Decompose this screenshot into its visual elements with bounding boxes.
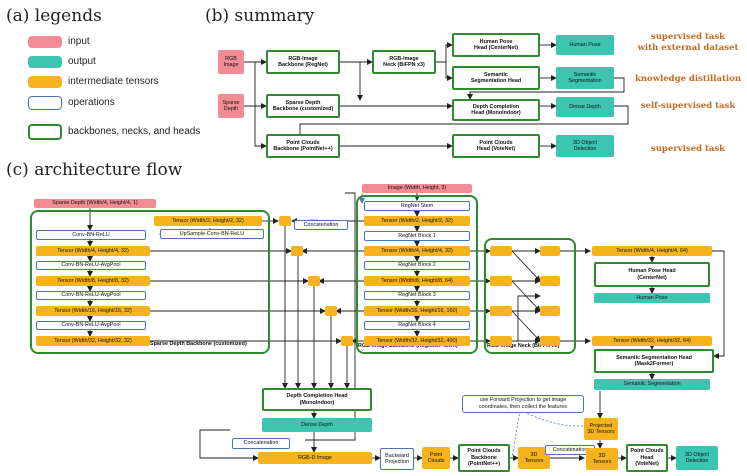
regnet-block-3: RegNet Block 3 xyxy=(364,291,470,300)
task-label-human-pose: supervised task with external dataset xyxy=(637,32,739,53)
neck-node-1a xyxy=(490,246,512,256)
sparse-conv-1: Conv-BN-ReLU xyxy=(36,230,146,240)
neck-node-2b xyxy=(540,276,560,286)
forward-projection-note: use Forward Projection to get image coor… xyxy=(462,395,584,413)
sparse-tensor-16: Tensor (Width/16, Height/16, 32) xyxy=(36,306,150,316)
architecture-title: (c) architecture flow xyxy=(6,160,183,180)
task-label-semantic: knowledge distillation xyxy=(634,74,742,84)
neck-output-4: Tensor (Width/4, Height/4, 64) xyxy=(592,246,712,256)
regnet-block-2: RegNet Block 2 xyxy=(364,261,470,270)
neck-node-4a xyxy=(490,336,512,346)
neck-node-4b xyxy=(540,336,560,346)
regnet-block-4: RegNet Block 4 xyxy=(364,321,470,330)
regnet-tensor-16: Tensor (Width/16, Height/16, 160) xyxy=(364,306,470,316)
legend-label-tensors: intermediate tensors xyxy=(68,76,159,87)
neck-label: RGB-Image Neck (BiFPN x3) xyxy=(487,343,560,349)
regnet-stem: RegNet Stem xyxy=(364,201,470,211)
neck-group xyxy=(484,238,576,354)
regnet-tensor-4: Tensor (Width/4, Height/4, 32) xyxy=(364,246,470,256)
dense-depth-output: Dense Depth xyxy=(262,418,372,432)
sparse-conv-3: Conv-BN-ReLU-AvgPool xyxy=(36,291,146,300)
merge-square-5 xyxy=(341,336,353,346)
backward-projection-op: Backward Projection xyxy=(380,448,414,470)
task-label-depth: self-supervised task xyxy=(640,101,736,111)
neck-node-2a xyxy=(490,276,512,286)
tensors-3d: 3D Tensors xyxy=(518,447,550,469)
merge-square-4 xyxy=(325,306,337,316)
summary-sparse-depth: Sparse Depth xyxy=(218,94,244,118)
summary-semantic-head: Semantic Segmentation Head xyxy=(452,66,540,90)
summary-pc-head: Point Clouds Head (VoteNet) xyxy=(452,134,540,158)
sparse-depth-input: Sparse Depth (Width/4, Height/4, 1) xyxy=(34,199,156,208)
neck-node-3a xyxy=(490,306,512,316)
pc-backbone: Point Clouds Backbone (PointNet++) xyxy=(458,444,510,472)
pc-head: Point Clouds Head (VoteNet) xyxy=(626,444,668,472)
summary-depth-head: Depth Completion Head (MonoIndoor) xyxy=(452,99,540,121)
neck-node-1b xyxy=(540,246,560,256)
rgbd-image: RGB-D Image xyxy=(258,452,372,464)
legend-swatch-tensors xyxy=(28,76,62,88)
legend-label-output: output xyxy=(68,56,96,67)
summary-object-detection: 3D Object Detection xyxy=(556,135,614,157)
sparse-tensor-4: Tensor (Width/4, Height/4, 32) xyxy=(36,246,150,256)
merge-square-3 xyxy=(308,276,320,286)
human-pose-output: Human Pose xyxy=(594,293,710,303)
legend-swatch-output xyxy=(28,56,62,68)
summary-pc-backbone: Point Clouds Backbone (PointNet++) xyxy=(266,134,340,158)
rgb-backbone-group xyxy=(356,195,478,354)
summary-sparse-backbone: Sparse Depth Backbone (customized) xyxy=(266,94,340,118)
sparse-backbone-label: Sparse Depth Backbone (customized) xyxy=(150,341,247,347)
regnet-tensor-32: Tensor (Width/32, Height/32, 400) xyxy=(364,336,470,346)
semantic-seg-output: Semantic Segmentation xyxy=(594,379,710,390)
merge-square-2 xyxy=(291,246,303,256)
rgbd-concatenation-op: Concatenation xyxy=(232,438,290,449)
summary-rgb-backbone: RGB-Image Backbone (RegNet) xyxy=(266,50,340,74)
legends-title: (a) legends xyxy=(6,6,102,26)
legend-label-input: input xyxy=(68,36,90,47)
regnet-tensor-8: Tensor (Width/8, Height/8, 64) xyxy=(364,276,470,286)
regnet-block-1: RegNet Block 1 xyxy=(364,231,470,241)
summary-rgb-neck: RGB-Image Neck (BiFPN x3) xyxy=(372,50,436,74)
sparse-conv-2: Conv-BN-ReLU-AvgPool xyxy=(36,261,146,270)
image-input: Image (Width, Height, 3) xyxy=(362,184,472,193)
legend-swatch-backbones xyxy=(28,124,62,140)
legend-label-operations: operations xyxy=(68,97,115,108)
summary-dense-depth: Dense Depth xyxy=(556,97,614,117)
semantic-head: Semantic Segmentation Head (Mask2Former) xyxy=(594,349,714,373)
depth-completion-head: Depth Completion Head (MonoIndoor) xyxy=(262,388,372,411)
summary-rgb-image: RGB Image xyxy=(218,50,244,74)
summary-title: (b) summary xyxy=(205,6,315,26)
summary-human-pose-head: Human Pose Head (CenterNet) xyxy=(452,33,540,57)
regnet-tensor-2: Tensor (Width/2, Height/2, 32) xyxy=(364,216,470,226)
sparse-backbone-group xyxy=(30,210,270,354)
neck-node-3b xyxy=(540,306,560,316)
summary-semantic-seg: Semantic Segmentation xyxy=(556,67,614,89)
human-pose-head: Human Pose Head (CenterNet) xyxy=(594,262,710,287)
merge-square-1 xyxy=(279,216,291,226)
legend-swatch-operations xyxy=(28,96,62,110)
rgb-backbone-label: RGB-Image Backbone (RegNetX-400m) xyxy=(358,343,458,349)
legend-swatch-input xyxy=(28,36,62,48)
tensors-3d-b: 3D Tensors xyxy=(586,448,618,470)
task-label-detection: supervised task xyxy=(650,144,726,154)
legend-label-backbones: backbones, necks, and heads xyxy=(68,126,201,137)
point-clouds: Point Clouds xyxy=(422,447,450,469)
neck-output-32: Tensor (Width/32, Height/32, 64) xyxy=(592,336,712,346)
sparse-conv-4: Conv-BN-ReLU-AvgPool xyxy=(36,321,146,330)
sparse-tensor-32: Tensor (Width/32, Height/32, 32) xyxy=(36,336,150,346)
summary-human-pose: Human Pose xyxy=(556,35,614,55)
object-detection-output: 3D Object Detection xyxy=(676,446,718,470)
sparse-tensor-2: Tensor (Width/2, Height/2, 32) xyxy=(154,216,262,226)
concatenation-op: Concatenation xyxy=(294,220,348,230)
projected-3d-tensors: Projected 3D Tensors xyxy=(584,418,618,440)
upsample-op: UpSample-Conv-BN-ReLU xyxy=(160,229,264,239)
sparse-tensor-8: Tensor (Width/8, Height/8, 32) xyxy=(36,276,150,286)
